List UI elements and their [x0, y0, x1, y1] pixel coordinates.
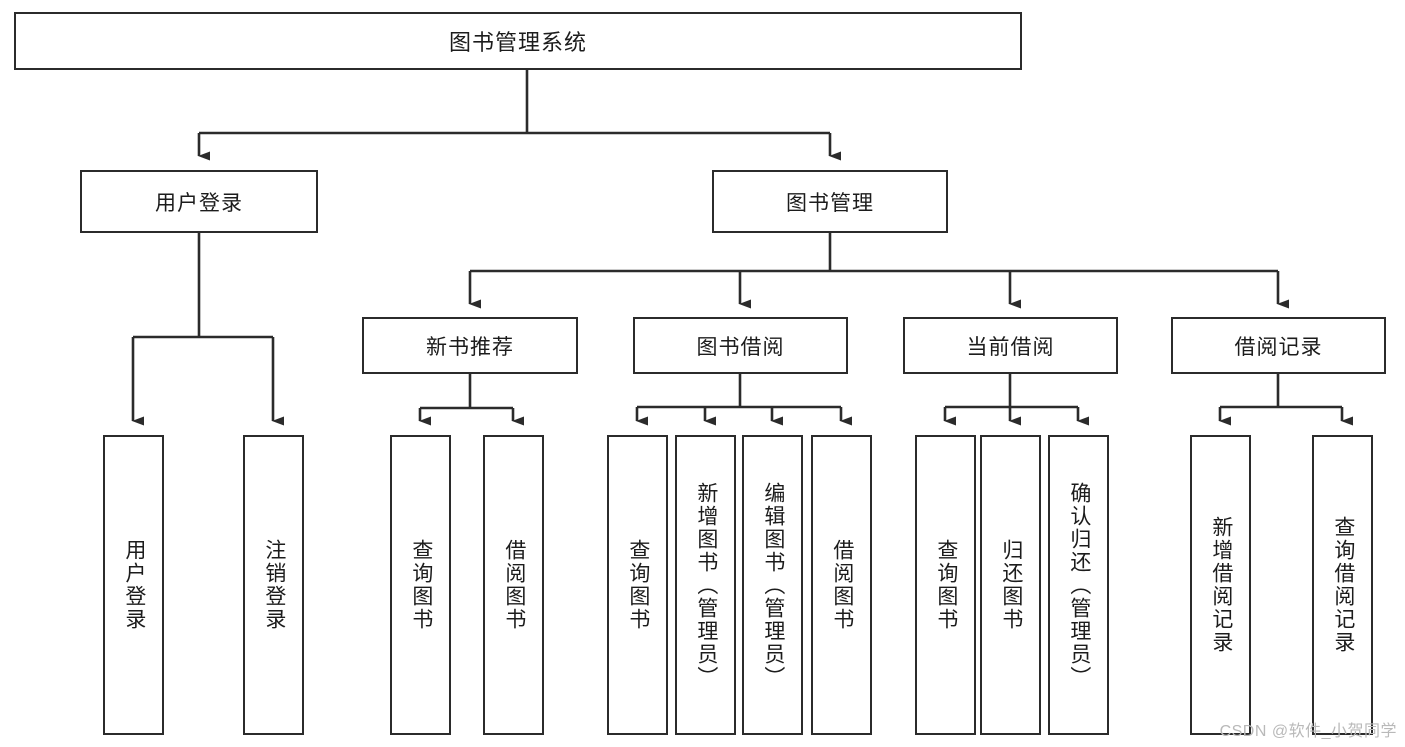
node-leaf-edit-book[interactable]: 编辑图书（管理员）	[742, 435, 803, 735]
node-leaf-add-record[interactable]: 新增借阅记录	[1190, 435, 1251, 735]
watermark: CSDN @软件_小贺同学	[1219, 723, 1397, 740]
node-leaf-borrow-book-2[interactable]: 借阅图书	[811, 435, 872, 735]
node-leaf-user-login[interactable]: 用户登录	[103, 435, 164, 735]
node-new-book-recommend[interactable]: 新书推荐	[362, 317, 578, 374]
node-user-login[interactable]: 用户登录	[80, 170, 318, 233]
node-leaf-return-book[interactable]: 归还图书	[980, 435, 1041, 735]
node-leaf-add-book[interactable]: 新增图书（管理员）	[675, 435, 736, 735]
node-leaf-borrow-book-1[interactable]: 借阅图书	[483, 435, 544, 735]
node-root[interactable]: 图书管理系统	[14, 12, 1022, 70]
node-leaf-confirm-return[interactable]: 确认归还（管理员）	[1048, 435, 1109, 735]
node-leaf-query-record[interactable]: 查询借阅记录	[1312, 435, 1373, 735]
node-leaf-query-book-3[interactable]: 查询图书	[915, 435, 976, 735]
node-book-borrow[interactable]: 图书借阅	[633, 317, 848, 374]
node-leaf-query-book-2[interactable]: 查询图书	[607, 435, 668, 735]
node-book-management[interactable]: 图书管理	[712, 170, 948, 233]
node-borrow-record[interactable]: 借阅记录	[1171, 317, 1386, 374]
node-leaf-user-logout[interactable]: 注销登录	[243, 435, 304, 735]
node-current-borrow[interactable]: 当前借阅	[903, 317, 1118, 374]
node-leaf-query-book-1[interactable]: 查询图书	[390, 435, 451, 735]
